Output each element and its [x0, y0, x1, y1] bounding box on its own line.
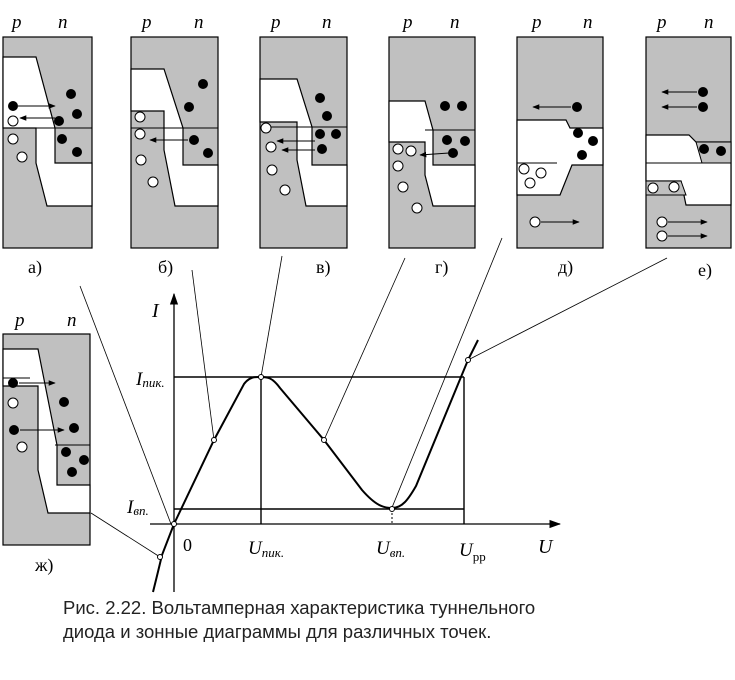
n-region-label: n — [194, 12, 204, 33]
figure-caption: Рис. 2.22. Вольтамперная характеристика … — [63, 596, 703, 644]
leader-lines — [79, 237, 668, 558]
panel-label: е) — [698, 260, 712, 281]
band-diagram-b: p n б) — [130, 12, 219, 278]
p-region-label: p — [140, 12, 152, 33]
n-region-label: n — [704, 12, 714, 33]
panel-label: г) — [435, 257, 448, 278]
peak-current-label: Iпик. — [135, 369, 165, 390]
valley-current-label: Iвп. — [126, 497, 149, 518]
p-region-label: p — [530, 12, 542, 33]
x-axis-label: U — [538, 536, 554, 558]
n-region-label: n — [450, 12, 460, 33]
iv-curve — [152, 339, 479, 593]
p-region-label: p — [10, 12, 22, 33]
n-region-label: n — [67, 310, 77, 331]
curve-point-b — [211, 437, 217, 443]
curve-point-g — [157, 554, 163, 560]
panel-label: в) — [316, 257, 331, 278]
y-axis-label: I — [151, 300, 160, 322]
band-diagram-e: p n д) — [516, 12, 604, 278]
band-diagram-g: p n ж) — [2, 310, 91, 576]
p-region-label: p — [401, 12, 413, 33]
pp-voltage-label: Uрр — [459, 540, 486, 564]
origin-label: 0 — [183, 535, 192, 555]
panel-label: ж) — [34, 555, 53, 576]
p-region-label: p — [269, 12, 281, 33]
curve-point-d — [321, 437, 327, 443]
n-region-label: n — [322, 12, 332, 33]
band-diagram-a: p n а) — [2, 12, 93, 278]
curve-point-e — [389, 506, 395, 512]
band-diagram-f: p n е) — [645, 12, 732, 281]
valley-voltage-label: Uвп. — [376, 538, 405, 560]
p-region-label: p — [13, 310, 25, 331]
iv-graph: I U 0 Iпик. Iвп. Uпик. Uвп. Uрр — [126, 292, 562, 593]
panel-label: б) — [158, 257, 173, 278]
curve-point-f — [465, 357, 471, 363]
n-region-label: n — [58, 12, 68, 33]
peak-voltage-label: Uпик. — [248, 538, 284, 560]
curve-point-a — [171, 521, 177, 527]
caption-line-1: Рис. 2.22. Вольтамперная характеристика … — [63, 597, 536, 618]
band-diagram-d: p n г) — [388, 12, 476, 278]
p-region-label: p — [655, 12, 667, 33]
panel-label: а) — [28, 257, 42, 278]
curve-point-c — [258, 374, 264, 380]
panel-label: д) — [558, 257, 573, 278]
n-region-label: n — [583, 12, 593, 33]
caption-line-2: диода и зонные диаграммы для различных т… — [63, 621, 492, 642]
band-diagram-c: p n в) — [259, 12, 348, 278]
